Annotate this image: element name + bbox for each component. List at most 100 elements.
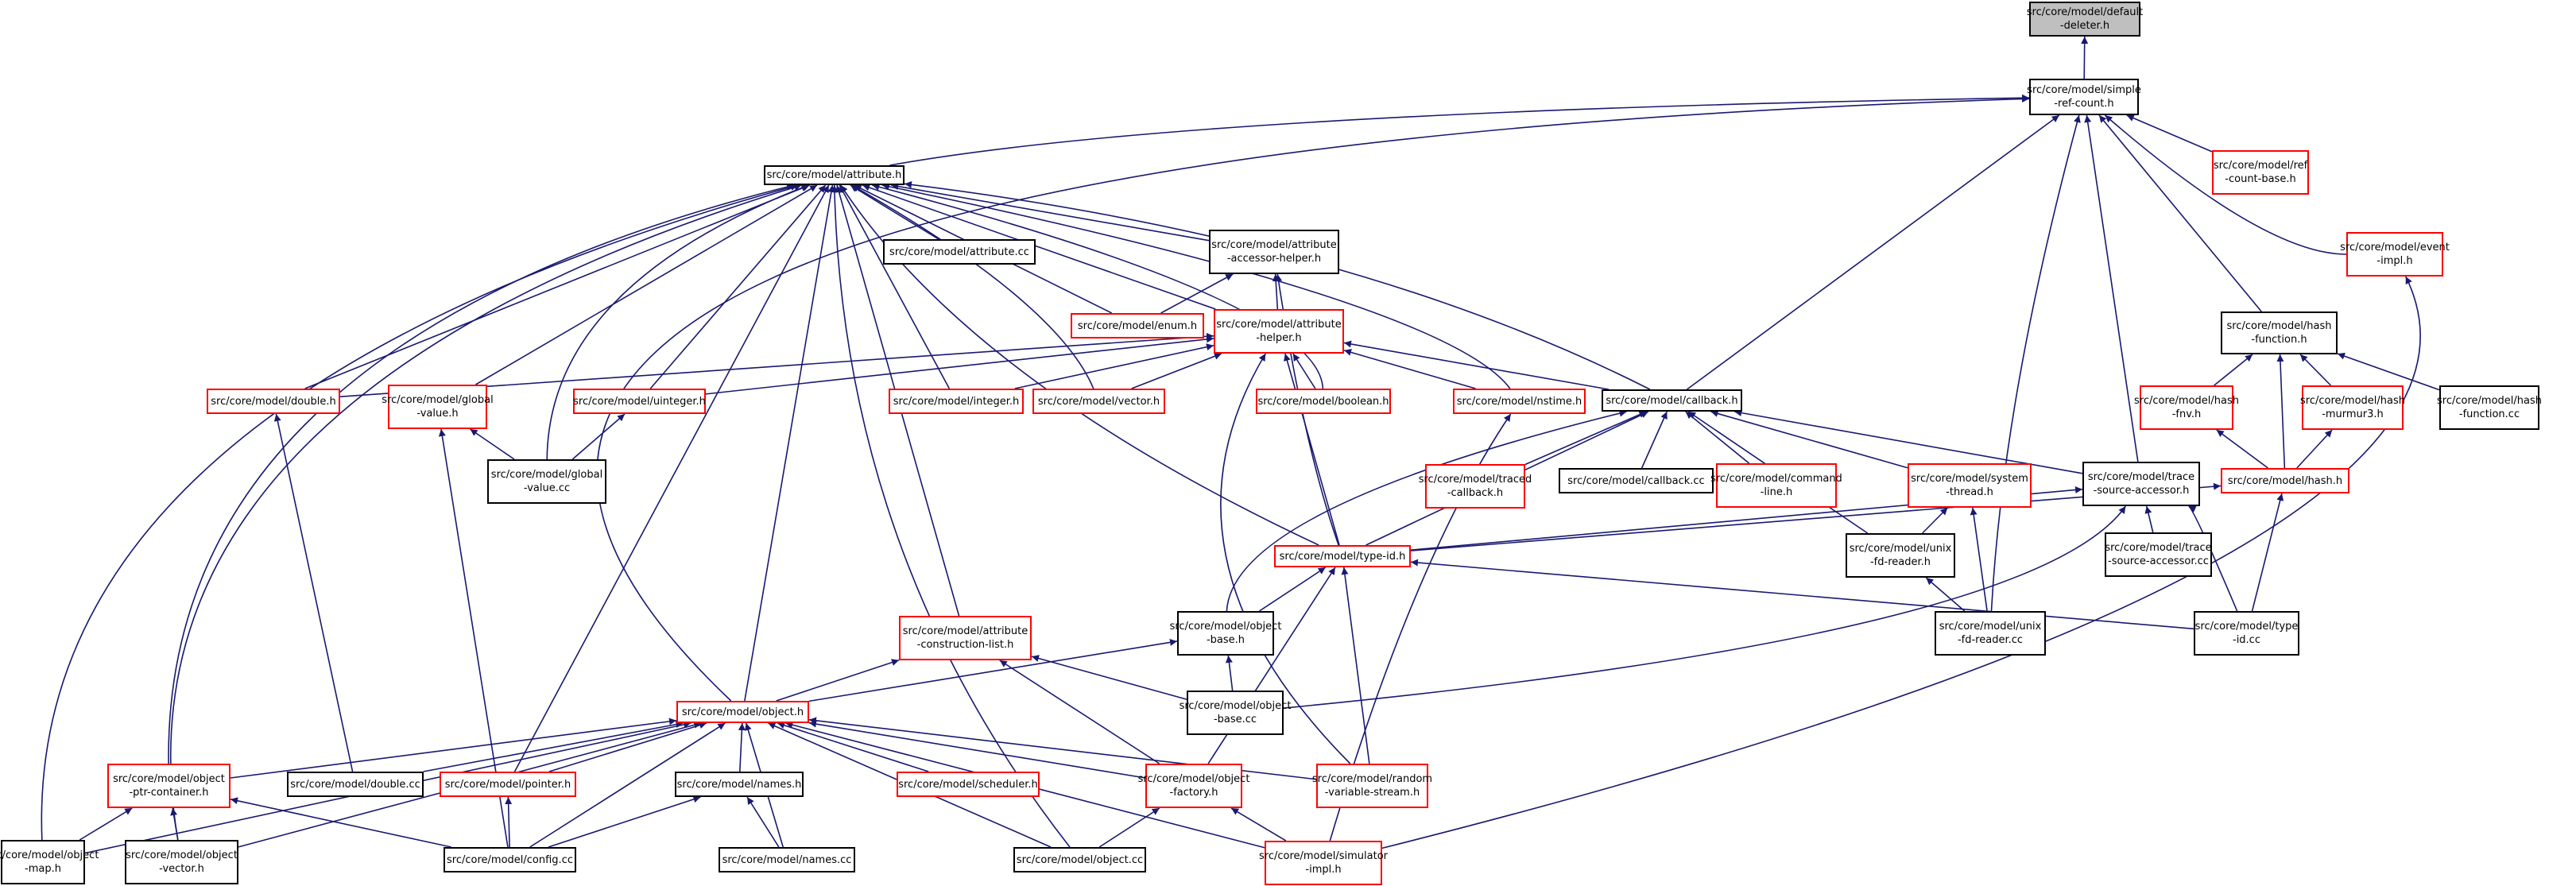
- node-label-line: src/core/model/global: [382, 394, 494, 406]
- node-object-map-h[interactable]: src/core/model/object-map.h: [0, 840, 99, 884]
- edge-uinteger-h-to-attr-helper: [705, 335, 1214, 395]
- edge-system-thread-to-callback-h: [1710, 410, 1908, 469]
- node-attr-helper[interactable]: src/core/model/attribute-helper.h: [1214, 309, 1344, 354]
- node-label-line: src/core/model/pointer.h: [444, 778, 571, 791]
- node-object-cc[interactable]: src/core/model/object.cc: [1013, 847, 1146, 872]
- edge-global-value-cc-to-uinteger-h: [571, 413, 626, 460]
- edge-integer-h-to-attr-helper: [1014, 343, 1214, 389]
- edge-object-h-to-object-base-h: [808, 638, 1178, 702]
- node-unix-fd-reader-h[interactable]: src/core/model/unix-fd-reader.h: [1846, 533, 1955, 578]
- node-callback-cc[interactable]: src/core/model/callback.cc: [1559, 468, 1714, 493]
- node-label-line: src/core/model/type-id.h: [1279, 550, 1406, 563]
- edge-vector-h-to-attribute-h: [851, 184, 1094, 389]
- edge-attr-helper-to-attribute-h: [862, 184, 1216, 310]
- edge-integer-h-to-attribute-h: [839, 184, 951, 389]
- edge-unix-fd-reader-cc-to-unix-fd-reader-h: [1925, 577, 1966, 612]
- node-label-line: -source-accessor.h: [2093, 485, 2190, 497]
- node-label-line: src/core/model/object: [1169, 621, 1282, 633]
- node-object-factory-h[interactable]: src/core/model/object-factory.h: [1138, 764, 1249, 808]
- node-callback-h[interactable]: src/core/model/callback.h: [1602, 389, 1742, 412]
- edge-unix-fd-reader-h-to-system-thread: [1922, 507, 1948, 534]
- edge-object-cc-to-object-factory-h: [1098, 807, 1160, 848]
- node-simple-ref-count[interactable]: src/core/model/simple-ref-count.h: [2027, 79, 2141, 115]
- node-trace-src-acc-h[interactable]: src/core/model/trace -source-accessor.h: [2082, 462, 2200, 506]
- edge-ref-count-base-to-simple-ref-count: [2126, 114, 2213, 153]
- node-label-line: -id.cc: [2233, 634, 2260, 646]
- node-trace-src-acc-cc[interactable]: src/core/model/trace-source-accessor.cc: [2105, 532, 2212, 577]
- node-global-value-cc[interactable]: src/core/model/global-value.cc: [487, 459, 606, 504]
- node-object-ptr-container[interactable]: src/core/model/object -ptr-container.h: [107, 764, 230, 808]
- edge-callback-cc-to-callback-h: [1641, 411, 1668, 469]
- node-command-line[interactable]: src/core/model/command-line.h: [1710, 463, 1842, 508]
- node-double-cc[interactable]: src/core/model/double.cc: [287, 772, 424, 797]
- node-label-line: -ref-count.h: [2054, 98, 2114, 110]
- node-random-var-stream[interactable]: src/core/model/random-variable-stream.h: [1312, 764, 1432, 808]
- node-ref-count-base[interactable]: src/core/model/ref-count-base.h: [2212, 150, 2309, 195]
- node-attr-construction-list[interactable]: src/core/model/attribute-construction-li…: [899, 616, 1032, 660]
- edge-pointer-h-to-attribute-h: [513, 184, 830, 772]
- node-system-thread[interactable]: src/core/model/system-thread.h: [1908, 463, 2032, 508]
- node-vector-h[interactable]: src/core/model/vector.h: [1032, 389, 1165, 414]
- node-label-line: src/core/model/scheduler.h: [898, 778, 1038, 791]
- node-label-line: -helper.h: [1256, 332, 1302, 344]
- node-object-base-h[interactable]: src/core/model/object-base.h: [1170, 611, 1281, 656]
- node-uinteger-h[interactable]: src/core/model/uinteger.h: [573, 389, 706, 414]
- node-pointer-h[interactable]: src/core/model/pointer.h: [440, 772, 576, 797]
- node-label-line: src/core/model/object: [126, 849, 238, 861]
- edge-traced-callback-to-callback-h: [1524, 411, 1647, 466]
- node-object-h[interactable]: src/core/model/object.h: [676, 701, 809, 723]
- node-label-line: src/core/model/config.cc: [447, 853, 573, 866]
- node-global-value-h[interactable]: src/core/model/global-value.h: [382, 385, 494, 429]
- node-type-id-cc[interactable]: src/core/model/type-id.cc: [2194, 611, 2299, 656]
- node-label-line: -map.h: [25, 863, 61, 875]
- node-names-h[interactable]: src/core/model/names.h: [675, 772, 804, 797]
- node-object-vector-h[interactable]: src/core/model/object-vector.h: [125, 840, 238, 884]
- edge-hash-function-cc-to-hash-function-h: [2337, 352, 2440, 391]
- node-label-line: -variable-stream.h: [1324, 787, 1420, 799]
- node-config-cc[interactable]: src/core/model/config.cc: [444, 847, 576, 872]
- node-label-line: src/core/model/unix: [1939, 621, 2042, 633]
- node-simulator-impl[interactable]: src/core/model/simulator-impl.h: [1259, 841, 1388, 885]
- node-label-line: src/core/model/names.cc: [722, 853, 852, 866]
- node-type-id-h[interactable]: src/core/model/type-id.h: [1274, 545, 1411, 567]
- edge-type-id-cc-to-hash-h: [2251, 493, 2284, 612]
- edge-type-id-h-to-attr-helper: [1284, 353, 1340, 546]
- edge-global-value-cc-to-attribute-h: [546, 184, 809, 460]
- node-label-line: -fnv.h: [2171, 408, 2202, 420]
- node-attribute-h[interactable]: src/core/model/attribute.h: [764, 165, 905, 185]
- node-hash-function-h[interactable]: src/core/model/hash-function.h: [2221, 311, 2338, 354]
- node-label-line: -murmur3.h: [2322, 408, 2384, 420]
- node-enum-h[interactable]: src/core/model/enum.h: [1071, 313, 1204, 339]
- edge-trace-src-acc-h-to-simple-ref-count: [2084, 114, 2139, 462]
- edge-attr-helper-to-attr-accessor-helper: [1272, 273, 1280, 310]
- node-attribute-cc[interactable]: src/core/model/attribute.cc: [883, 239, 1036, 265]
- node-label-line: src/core/model/object.cc: [1016, 853, 1144, 866]
- node-label-line: src/core/model/trace: [2087, 471, 2195, 483]
- node-label-line: -ptr-container.h: [129, 787, 209, 799]
- node-event-impl[interactable]: src/core/model/event-impl.h: [2340, 232, 2450, 277]
- node-nstime-h[interactable]: src/core/model/nstime.h: [1453, 389, 1586, 414]
- node-hash-fnv[interactable]: src/core/model/hash-fnv.h: [2134, 385, 2239, 430]
- node-traced-callback[interactable]: src/core/model/traced-callback.h: [1419, 464, 1532, 509]
- node-integer-h[interactable]: src/core/model/integer.h: [889, 389, 1024, 414]
- edge-command-line-to-callback-h: [1685, 411, 1750, 464]
- edge-hash-h-to-hash-murmur3: [2296, 429, 2333, 469]
- node-names-cc[interactable]: src/core/model/names.cc: [719, 847, 855, 872]
- node-attr-accessor-helper[interactable]: src/core/model/attribute-accessor-helper…: [1209, 230, 1339, 274]
- edge-names-h-to-object-h: [738, 722, 746, 772]
- node-hash-function-cc[interactable]: src/core/model/hash-function.cc: [2437, 385, 2542, 430]
- node-object-base-cc[interactable]: src/core/model/object-base.cc: [1180, 691, 1291, 735]
- edge-object-vector-h-to-attribute-h: [170, 184, 802, 841]
- node-double-h[interactable]: src/core/model/double.h: [207, 389, 340, 414]
- node-hash-murmur3[interactable]: src/core/model/hash-murmur3.h: [2300, 385, 2405, 430]
- node-unix-fd-reader-cc[interactable]: src/core/model/unix-fd-reader.cc: [1935, 611, 2046, 656]
- node-label-line: src/core/model/unix: [1849, 543, 1952, 555]
- edge-global-value-h-to-attribute-h: [475, 184, 818, 385]
- node-label-line: src/core/model/double.h: [211, 395, 336, 408]
- node-scheduler-h[interactable]: src/core/model/scheduler.h: [897, 772, 1040, 797]
- node-hash-h[interactable]: src/core/model/hash.h: [2221, 468, 2349, 493]
- node-label-line: src/core/model/object: [113, 773, 225, 785]
- edge-config-cc-to-pointer-h: [505, 796, 513, 848]
- node-boolean-h[interactable]: src/core/model/boolean.h: [1256, 389, 1391, 414]
